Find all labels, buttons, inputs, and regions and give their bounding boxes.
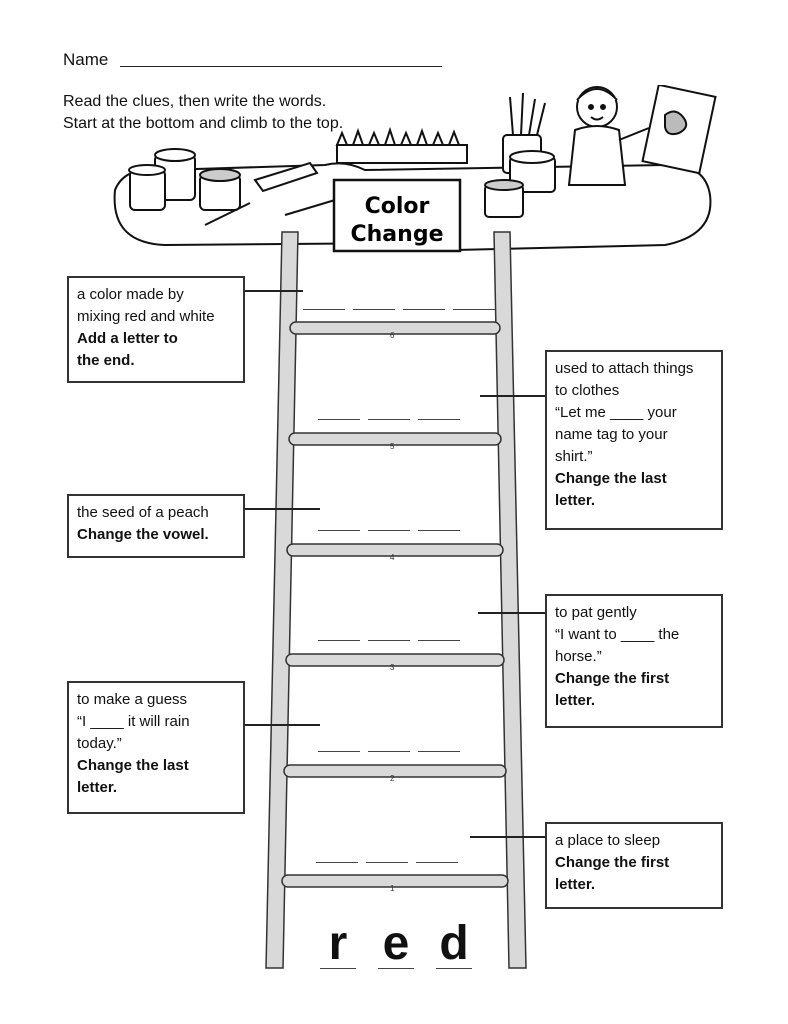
clue-direction: Change the first <box>555 670 670 687</box>
clue-direction: Change the last <box>555 470 667 487</box>
clue-box-1: a place to sleep Change the first letter… <box>545 822 723 909</box>
start-word: r e d <box>320 920 472 969</box>
clue-example: “I want to ____ the <box>555 626 680 643</box>
clue-direction: Change the first <box>555 854 670 871</box>
clue-text: the seed of a peach <box>77 504 209 521</box>
start-letter: r <box>320 920 356 969</box>
name-label: Name <box>63 50 109 69</box>
ladder-rung-5 <box>288 432 502 446</box>
letter-blank[interactable] <box>318 640 360 641</box>
letter-blank[interactable] <box>368 640 410 641</box>
clue-box-2: to make a guess “I ____ it will rain tod… <box>67 681 245 814</box>
clue-example: shirt.” <box>555 448 593 465</box>
ladder-rung-2 <box>283 764 507 778</box>
instruction-line: Read the clues, then write the words. <box>63 93 327 110</box>
letter-blank[interactable] <box>403 309 445 310</box>
clue-example: name tag to your <box>555 426 668 443</box>
answer-blanks-5[interactable] <box>318 419 460 420</box>
letter-blank[interactable] <box>366 862 408 863</box>
letter-blank[interactable] <box>318 751 360 752</box>
sign-line2: Change <box>351 222 444 247</box>
clue-box-5: used to attach things to clothes “Let me… <box>545 350 723 530</box>
paint-cans-left <box>128 148 336 226</box>
letter-blank[interactable] <box>353 309 395 310</box>
name-field[interactable] <box>120 66 442 67</box>
clue-text: used to attach things <box>555 360 694 377</box>
letter-blank[interactable] <box>368 751 410 752</box>
letter-blank[interactable] <box>318 530 360 531</box>
clue-direction: Change the vowel. <box>77 526 209 543</box>
instruction-line: Start at the bottom and climb to the top… <box>63 115 344 132</box>
paint-cups-right <box>484 92 556 218</box>
clue-text: to pat gently <box>555 604 637 621</box>
ladder-rung-1 <box>281 874 509 888</box>
letter-blank[interactable] <box>418 640 460 641</box>
rung-number-4: 4 <box>390 553 395 562</box>
letter-blank[interactable] <box>416 862 458 863</box>
clue-text: mixing red and white <box>77 308 215 325</box>
rung-number-6: 6 <box>390 331 395 340</box>
ladder-left-rail <box>265 231 299 969</box>
answer-blanks-6[interactable] <box>303 309 495 310</box>
start-letter: e <box>378 920 414 969</box>
sign-line1: Color <box>365 194 430 219</box>
clue-connector <box>478 612 545 614</box>
answer-blanks-1[interactable] <box>316 862 458 863</box>
letter-blank[interactable] <box>316 862 358 863</box>
clue-direction: letter. <box>555 692 596 709</box>
letter-blank[interactable] <box>318 419 360 420</box>
clue-direction: letter. <box>555 492 596 509</box>
ladder-rung-6 <box>289 321 501 335</box>
clue-connector <box>480 395 545 397</box>
clue-box-4: the seed of a peach Change the vowel. <box>67 494 245 558</box>
answer-blanks-2[interactable] <box>318 751 460 752</box>
letter-blank[interactable] <box>368 419 410 420</box>
boy-painting <box>567 85 717 186</box>
letter-blank[interactable] <box>368 530 410 531</box>
clue-text: to clothes <box>555 382 620 399</box>
clue-direction: Change the last <box>77 757 189 774</box>
clue-text: a place to sleep <box>555 832 661 849</box>
letter-blank[interactable] <box>418 530 460 531</box>
letter-blank[interactable] <box>453 309 495 310</box>
clue-box-6: a color made by mixing red and white Add… <box>67 276 245 383</box>
clue-direction: Add a letter to <box>77 330 178 347</box>
rung-number-3: 3 <box>390 663 395 672</box>
clue-direction: letter. <box>555 876 596 893</box>
letter-blank[interactable] <box>303 309 345 310</box>
clue-direction: letter. <box>77 779 118 796</box>
letter-blank[interactable] <box>418 751 460 752</box>
clue-connector <box>470 836 545 838</box>
clue-connector <box>245 508 320 510</box>
clue-text: to make a guess <box>77 691 188 708</box>
rung-number-5: 5 <box>390 442 395 451</box>
color-change-sign: Color Change <box>332 178 462 253</box>
clue-example: “I ____ it will rain <box>77 713 190 730</box>
ladder-right-rail <box>493 231 527 969</box>
instructions: Read the clues, then write the words. St… <box>63 91 343 135</box>
clue-example: horse.” <box>555 648 602 665</box>
rung-number-2: 2 <box>390 774 395 783</box>
crayon-box <box>335 126 468 164</box>
clue-box-3: to pat gently “I want to ____ the horse.… <box>545 594 723 728</box>
ladder-rung-4 <box>286 543 504 557</box>
clue-direction: the end. <box>77 352 135 369</box>
start-letter: d <box>436 920 472 969</box>
ladder-rung-3 <box>285 653 505 667</box>
letter-blank[interactable] <box>418 419 460 420</box>
clue-text: a color made by <box>77 286 184 303</box>
answer-blanks-3[interactable] <box>318 640 460 641</box>
answer-blanks-4[interactable] <box>318 530 460 531</box>
clue-example: today.” <box>77 735 122 752</box>
clue-example: “Let me ____ your <box>555 404 677 421</box>
clue-connector <box>245 724 320 726</box>
rung-number-1: 1 <box>390 884 395 893</box>
clue-connector <box>245 290 303 292</box>
